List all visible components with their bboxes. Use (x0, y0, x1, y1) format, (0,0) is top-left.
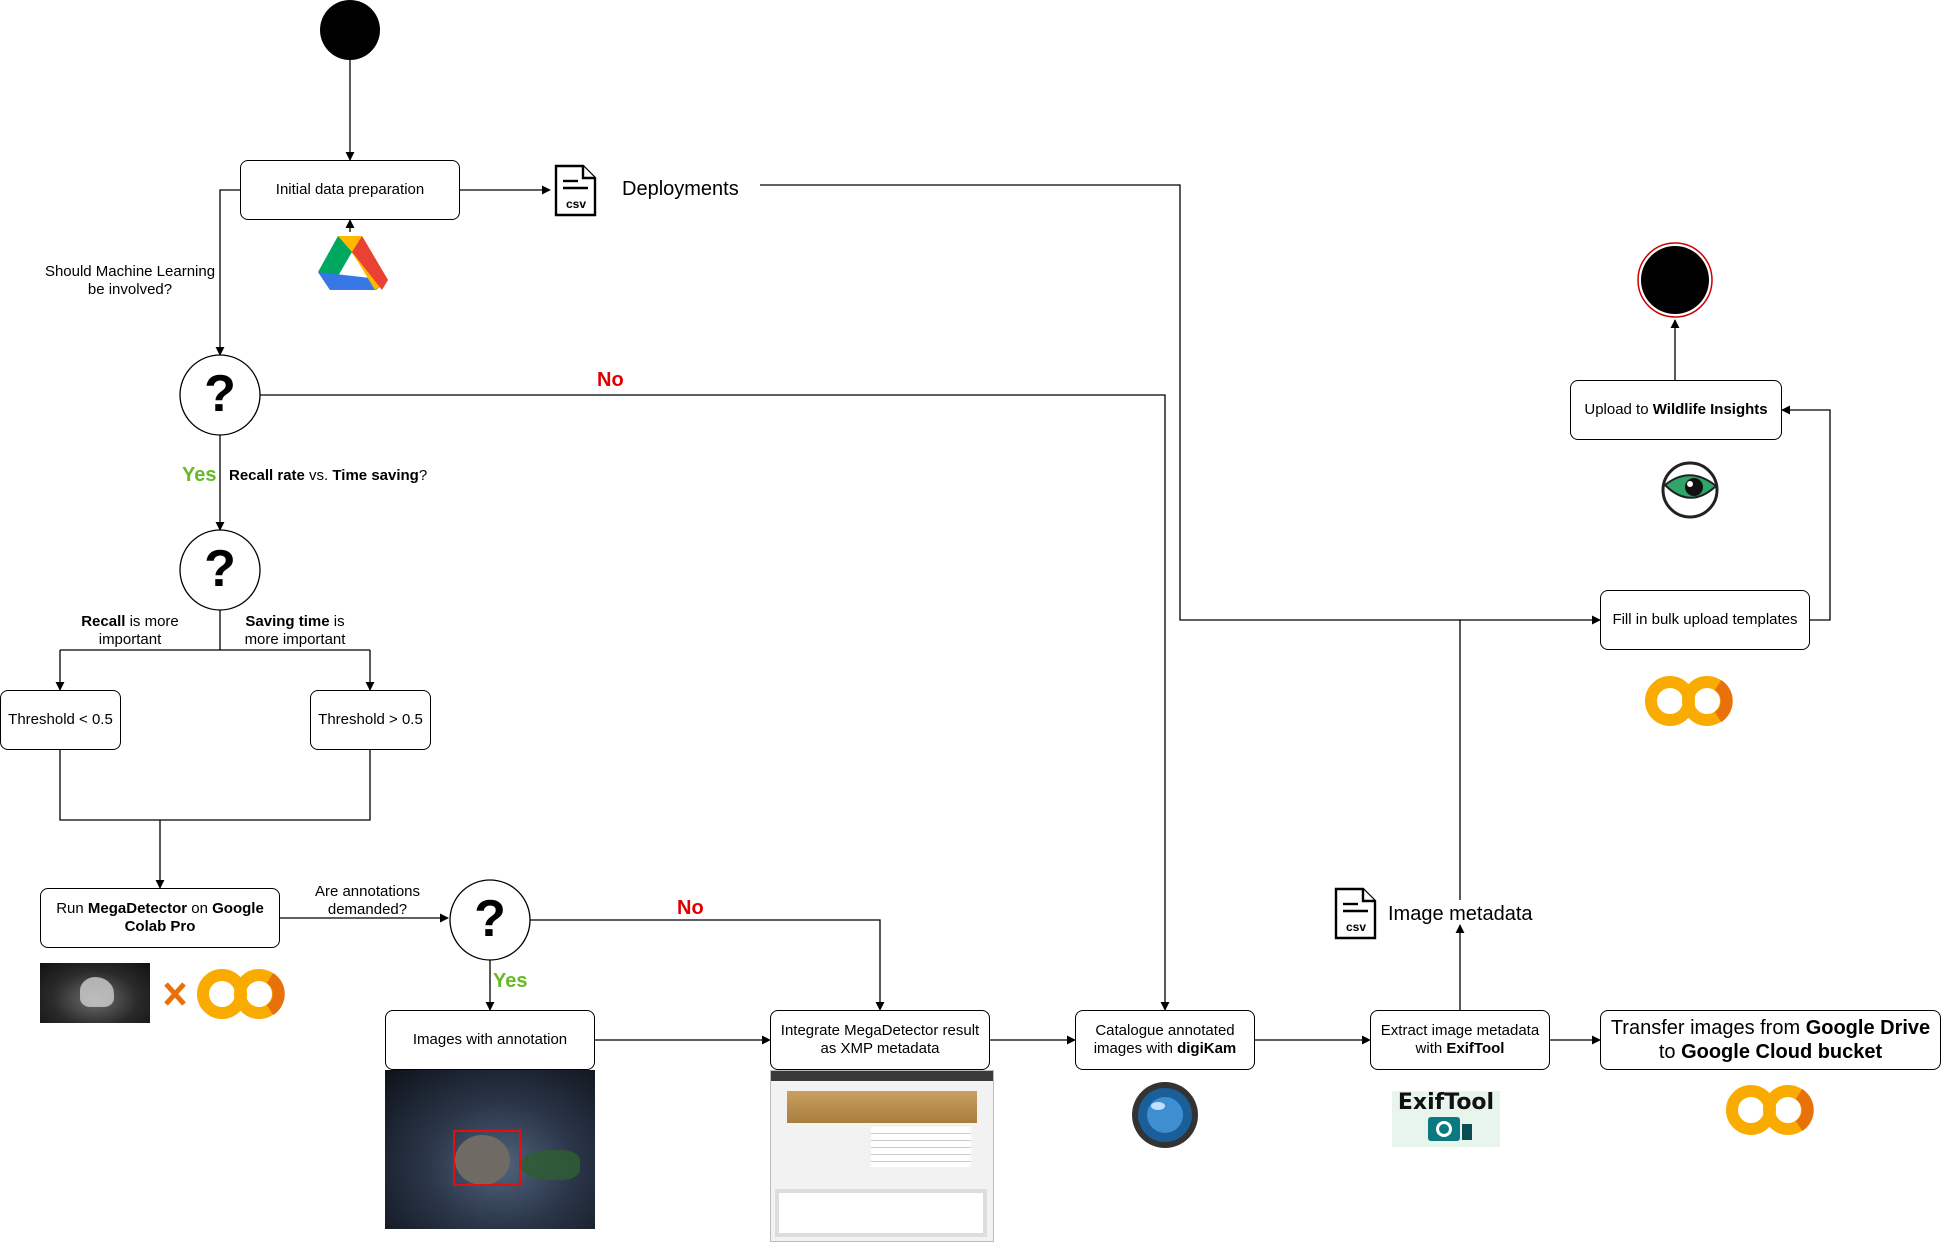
annotated-camera-trap-image (385, 1070, 595, 1229)
connector-decision2-split (60, 610, 370, 651)
transfer-images-text: Transfer images from Google Drive to Goo… (1610, 1017, 1931, 1063)
deployments-label: Deployments (622, 178, 739, 200)
decision-ml (179, 354, 261, 436)
times-icon (164, 982, 186, 1006)
recall-important-label: Recall is more important (81, 613, 179, 648)
screenshot-titlebar (771, 1071, 993, 1081)
extract-exiftool-text: Extract image metadata with ExifTool (1380, 1022, 1540, 1057)
csv-file-icon-deployments (554, 164, 597, 217)
catalogue-digikam-node: Catalogue annotated images with digiKam (1075, 1010, 1255, 1070)
transfer-images-node: Transfer images from Google Drive to Goo… (1600, 1010, 1941, 1070)
exiftool-logo-text: ExifTool (1397, 1090, 1495, 1115)
recall-vs-time-label: Recall rate vs. Time saving? (229, 467, 428, 484)
connector-metadata-bulk (1459, 615, 1601, 900)
images-with-annotation-node: Images with annotation (385, 1010, 595, 1070)
decision-recall (179, 529, 261, 611)
connector-bulk-upload (1781, 405, 1831, 621)
threshold-high-text: Threshold > 0.5 (318, 711, 423, 728)
colab-logo-transfer (1726, 1085, 1814, 1135)
annotations-question-label: Are annotations demanded? (314, 883, 421, 918)
extract-exiftool-node: Extract image metadata with ExifTool (1370, 1010, 1550, 1070)
end-node-core (1641, 246, 1709, 314)
run-megadetector-node: Run MegaDetector on Google Colab Pro (40, 888, 280, 948)
connector-no-integrate (530, 919, 885, 1011)
digikam-icon (1132, 1082, 1198, 1148)
fox-silhouette (80, 977, 114, 1007)
ml-question-label: Should Machine Learning be involved? (44, 263, 216, 298)
connector-deployments-bulk (760, 184, 1460, 621)
screenshot-output-panel (775, 1189, 987, 1237)
google-drive-icon (318, 236, 388, 290)
screenshot-elephant-banner (787, 1091, 977, 1123)
decision-recall-mark: ? (204, 540, 236, 598)
no-label-top: No (597, 369, 624, 391)
integrate-xmp-text: Integrate MegaDetector result as XMP met… (780, 1022, 980, 1057)
decision-annotations (449, 879, 531, 961)
run-megadetector-text: Run MegaDetector on Google Colab Pro (56, 900, 264, 935)
bulk-upload-templates-node: Fill in bulk upload templates (1600, 590, 1810, 650)
catalogue-digikam-text: Catalogue annotated images with digiKam (1093, 1022, 1237, 1057)
yes-label-bottom: Yes (493, 970, 528, 992)
threshold-high-node: Threshold > 0.5 (310, 690, 431, 750)
no-label-bottom: No (677, 897, 704, 919)
xmp-tool-screenshot (770, 1070, 994, 1242)
initial-data-preparation-node: Initial data preparation (240, 160, 460, 220)
decision-annotations-mark: ? (474, 890, 506, 948)
fern-leaves (520, 1150, 580, 1180)
images-with-annotation-text: Images with annotation (412, 1031, 568, 1048)
connector-no-catalogue (260, 394, 1170, 1011)
threshold-low-text: Threshold < 0.5 (8, 711, 113, 728)
decision-ml-mark: ? (204, 365, 236, 423)
detection-bounding-box (453, 1130, 521, 1186)
threshold-low-node: Threshold < 0.5 (0, 690, 121, 750)
colab-logo-bulk (1645, 676, 1733, 726)
colab-logo-run (197, 969, 285, 1019)
initial-data-preparation-text: Initial data preparation (275, 181, 425, 198)
csv-icon-label-metadata: csv (1345, 920, 1367, 934)
csv-file-icon-metadata (1334, 887, 1377, 940)
bulk-upload-templates-text: Fill in bulk upload templates (1612, 611, 1798, 628)
wildlife-insights-icon (1661, 461, 1719, 519)
connector-prep-decision1 (215, 189, 240, 356)
csv-icon-label-deployments: csv (565, 197, 587, 211)
upload-wildlife-insights-text: Upload to Wildlife Insights (1584, 401, 1768, 418)
start-node (320, 0, 380, 60)
exiftool-logo (1392, 1091, 1500, 1147)
animal-silhouette (455, 1135, 510, 1185)
yes-label-top: Yes (182, 464, 217, 486)
screenshot-form (871, 1127, 971, 1167)
camera-trap-fox-image (40, 963, 150, 1023)
connector-thresholds-join (59, 750, 371, 821)
saving-important-label: Saving time is more important (244, 613, 346, 648)
image-metadata-label: Image metadata (1388, 903, 1533, 925)
integrate-xmp-node: Integrate MegaDetector result as XMP met… (770, 1010, 990, 1070)
upload-wildlife-insights-node: Upload to Wildlife Insights (1570, 380, 1782, 440)
